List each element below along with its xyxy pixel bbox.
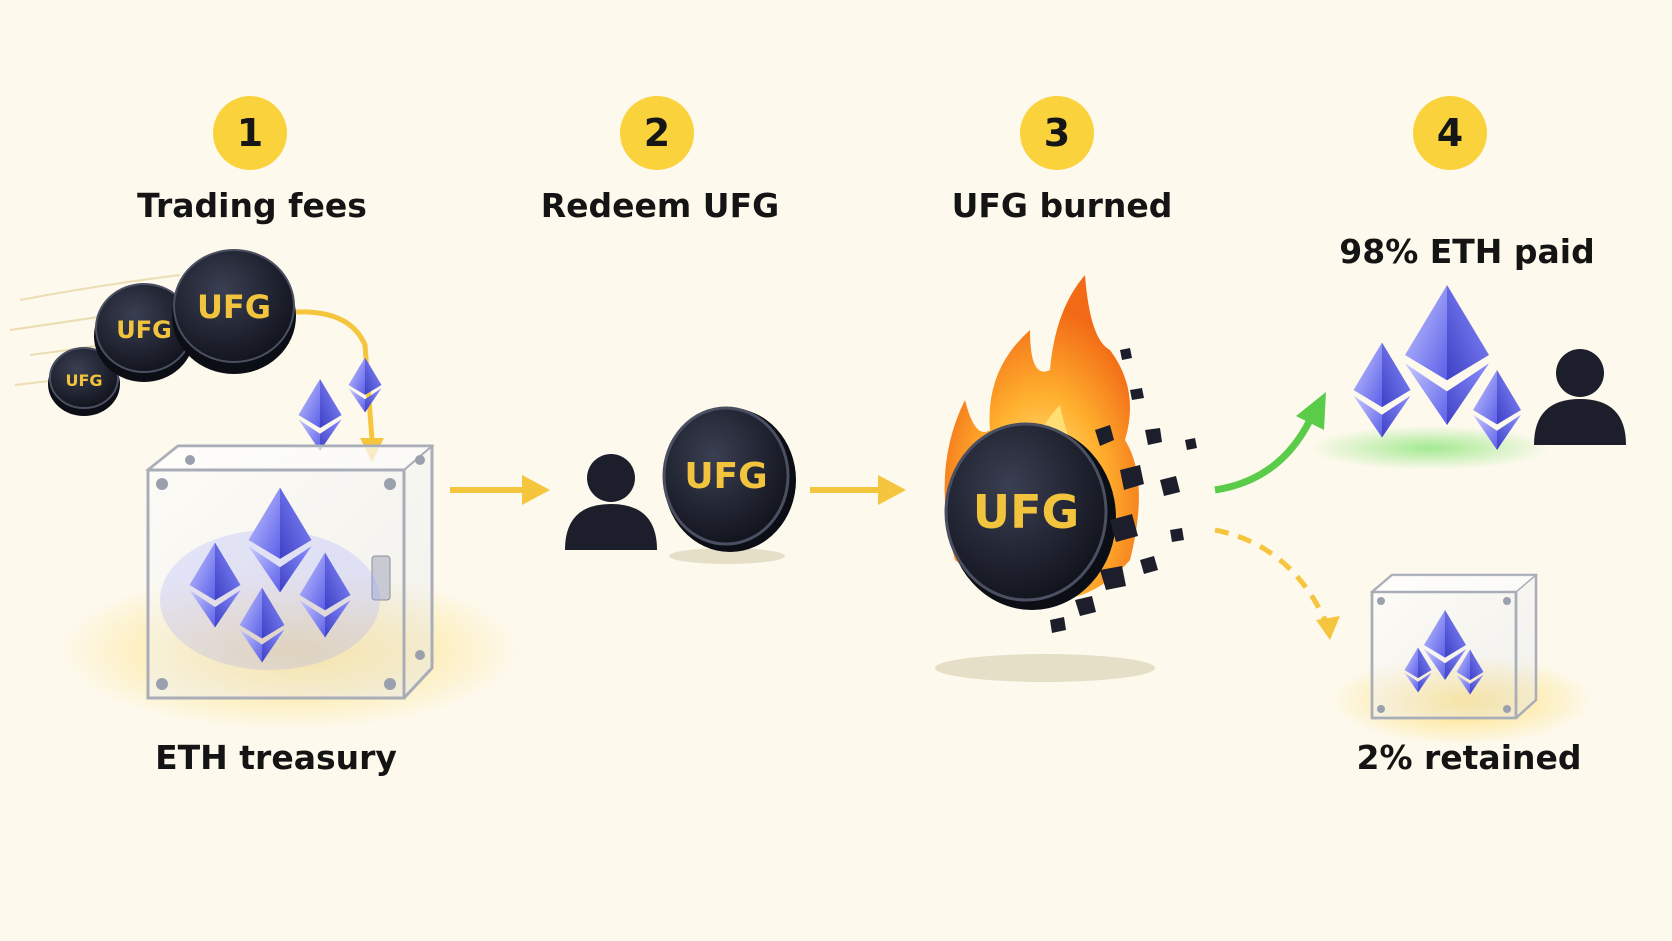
svg-text:UFG: UFG	[65, 371, 102, 390]
user-icon	[565, 454, 657, 550]
treasury-label: ETH treasury	[155, 738, 397, 777]
treasury-box-icon	[145, 444, 435, 700]
step-3-badge: 3	[1020, 96, 1094, 170]
step-2-label: Redeem UFG	[540, 186, 780, 225]
ufg-coin-small-icon: UFG	[48, 347, 120, 416]
arrow-head-user	[878, 475, 906, 505]
treasury-box-small-icon	[1369, 573, 1539, 720]
arrow-head-paid	[1296, 392, 1326, 430]
arrow-burn-to-retained	[1214, 527, 1328, 622]
arrow-coins-to-treasury	[295, 309, 375, 441]
svg-text:UFG: UFG	[197, 288, 271, 326]
step-4-badge: 4	[1413, 96, 1487, 170]
coin-shadow	[669, 548, 785, 564]
svg-text:UFG: UFG	[116, 316, 172, 344]
ufg-coin-burning-icon: UFG	[944, 422, 1116, 610]
eth-diamond-icon	[348, 357, 382, 413]
ufg-coin-redeem-icon: UFG	[662, 406, 796, 552]
eth-diamond-icon	[298, 379, 342, 451]
retained-label: 2% retained	[1356, 738, 1582, 777]
step-2-badge: 2	[620, 96, 694, 170]
eth-diamond-icon	[1405, 285, 1489, 425]
burn-fragments	[1050, 348, 1197, 633]
step-1-badge: 1	[213, 96, 287, 170]
step-1-label: Trading fees	[137, 186, 367, 225]
svg-text:UFG: UFG	[684, 456, 767, 497]
step-3-label: UFG burned	[951, 186, 1173, 225]
ufg-coin-large-icon: UFG	[172, 249, 296, 374]
arrow-head-treasury	[522, 475, 550, 505]
user-icon	[1534, 349, 1626, 445]
step-4-label: 98% ETH paid	[1339, 232, 1595, 271]
burn-shadow	[935, 654, 1155, 682]
svg-text:UFG: UFG	[973, 485, 1080, 539]
paid-glow	[1310, 426, 1550, 470]
eth-diamond-icon	[1353, 342, 1411, 438]
ufg-coin-medium-icon: UFG	[94, 283, 194, 382]
arrow-burn-to-paid	[1214, 418, 1314, 494]
arrow-head-retained	[1316, 616, 1340, 640]
